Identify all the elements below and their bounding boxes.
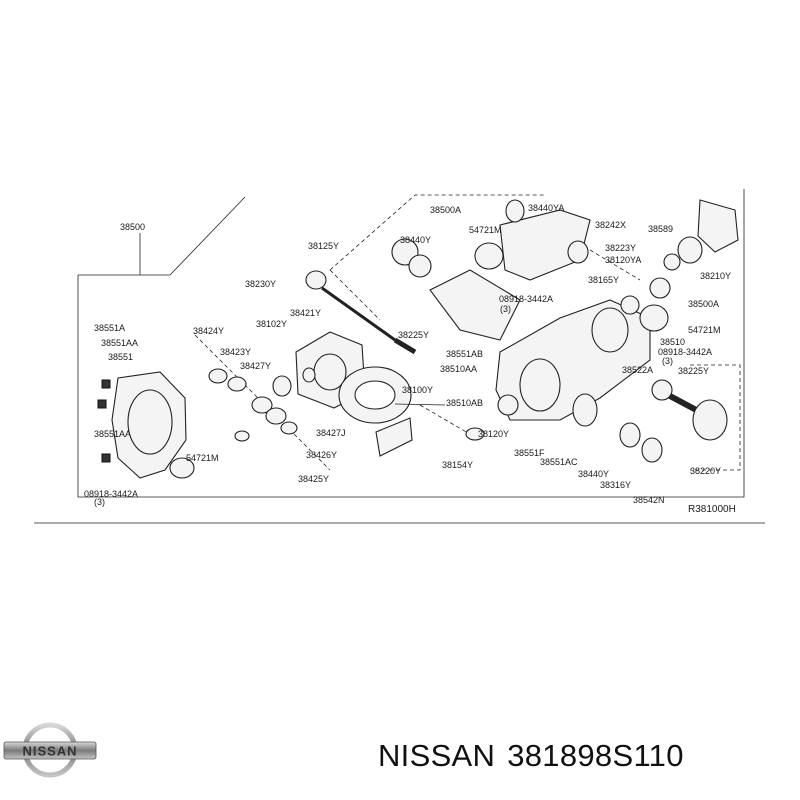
part-label: 38589 <box>648 224 673 234</box>
brand-name: NISSAN <box>378 738 496 773</box>
part-number: 381898S110 <box>507 738 684 773</box>
part-label: 38225Y <box>398 330 429 340</box>
part-label: (3) <box>662 356 673 366</box>
diagram-frame <box>34 189 765 524</box>
axle-shaft <box>305 270 417 355</box>
part-label: 38551A <box>94 323 125 333</box>
part-label: 38551AB <box>446 349 483 359</box>
part-label: 38423Y <box>220 347 251 357</box>
part-label: 38223Y <box>605 243 636 253</box>
ring-gear <box>338 366 446 457</box>
part-label: 38440YA <box>528 203 564 213</box>
drawing-code: R381000H <box>688 504 736 515</box>
part-label: 38424Y <box>193 326 224 336</box>
part-label: 38551AA <box>94 429 131 439</box>
part-label: 38220Y <box>690 466 721 476</box>
svg-text:NISSAN: NISSAN <box>22 744 77 759</box>
part-label: 38551AA <box>101 338 138 348</box>
part-label: 38165Y <box>588 275 619 285</box>
rear-cover <box>97 371 187 479</box>
part-label: (3) <box>94 497 105 507</box>
main-housing <box>429 269 651 421</box>
part-label: 38427Y <box>240 361 271 371</box>
part-label: 38230Y <box>245 279 276 289</box>
part-label: 38421Y <box>290 308 321 318</box>
part-label: 38120YA <box>605 255 641 265</box>
part-label: 38510AA <box>440 364 477 374</box>
right-side-parts <box>465 199 739 463</box>
part-label: 38210Y <box>700 271 731 281</box>
part-label: 38551AC <box>540 457 578 467</box>
part-label: 08918-3442A <box>84 489 138 499</box>
bearing-set-left <box>169 368 298 479</box>
part-label: 38242X <box>595 220 626 230</box>
part-label: 38100Y <box>402 385 433 395</box>
part-label: 54721M <box>469 225 502 235</box>
part-label: (3) <box>500 304 511 314</box>
nissan-logo: NISSAN <box>3 722 97 778</box>
group-label: 38500 <box>120 222 145 232</box>
upper-bracket <box>391 199 591 281</box>
part-label: 38316Y <box>600 480 631 490</box>
part-label: 38510AB <box>446 398 483 408</box>
part-label: 38551F <box>514 448 545 458</box>
part-label: 38500A <box>688 299 719 309</box>
part-label: 38542N <box>633 495 665 505</box>
part-label: 38154Y <box>442 460 473 470</box>
part-label: 08918-3442A <box>499 294 553 304</box>
part-label: 54721M <box>186 453 219 463</box>
part-label: 38440Y <box>400 235 431 245</box>
part-label: 38551 <box>108 352 133 362</box>
part-label: 38500A <box>430 205 461 215</box>
part-labels: 38500 38500A 38440YA 38242X 38210Y 38589… <box>84 203 736 515</box>
product-caption: NISSAN 381898S110 <box>378 738 684 774</box>
part-label: 38225Y <box>678 366 709 376</box>
part-label: 38427J <box>316 428 346 438</box>
part-label: 38425Y <box>298 474 329 484</box>
part-label: 38426Y <box>306 450 337 460</box>
part-label: 38102Y <box>256 319 287 329</box>
part-label: 54721M <box>688 325 721 335</box>
part-label: 38125Y <box>308 241 339 251</box>
part-label: 08918-3442A <box>658 347 712 357</box>
part-label: 38510 <box>660 337 685 347</box>
part-label: 38120Y <box>478 429 509 439</box>
companion-flange <box>651 379 728 441</box>
part-label: 38522A <box>622 365 653 375</box>
part-label: 38440Y <box>578 469 609 479</box>
